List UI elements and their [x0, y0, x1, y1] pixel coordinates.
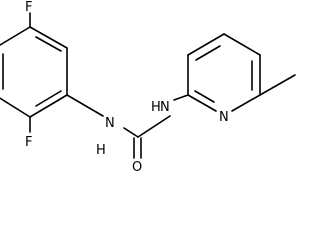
fluorine-top-label: F [25, 0, 32, 15]
bond-nh-to-pyridine [173, 94, 189, 101]
difluorophenyl-ring [0, 26, 68, 118]
carbonyl-oxygen-label: O [132, 160, 142, 175]
bond-carbonyl-to-nh [137, 115, 171, 138]
bond [0, 26, 31, 46]
bond [35, 90, 62, 107]
nh-left-n-label: N [105, 116, 115, 131]
methylpyridine-ring [187, 33, 261, 112]
nh-left-h-label: H [96, 143, 106, 158]
bond [231, 94, 261, 112]
bond [187, 33, 225, 56]
bond [0, 97, 31, 118]
structure-diagram: F F N H H N O N [0, 0, 296, 175]
bond [195, 45, 221, 61]
nh-right-n-label: N [160, 100, 170, 115]
molecule-canvas: F F N H H N O N [0, 0, 296, 175]
nh-right-h-label: H [151, 100, 161, 115]
bond [35, 36, 62, 52]
bond [187, 94, 217, 112]
bond [194, 90, 215, 103]
bond [29, 26, 68, 49]
bond [223, 33, 261, 56]
bond-ring-to-nh [66, 94, 104, 117]
fluorine-ortho-label: F [25, 135, 32, 150]
pyridine-nitrogen-label: N [219, 110, 229, 125]
bond [29, 94, 68, 118]
methyl-bond [259, 74, 296, 96]
bond-nh-to-carbonyl [123, 127, 139, 138]
